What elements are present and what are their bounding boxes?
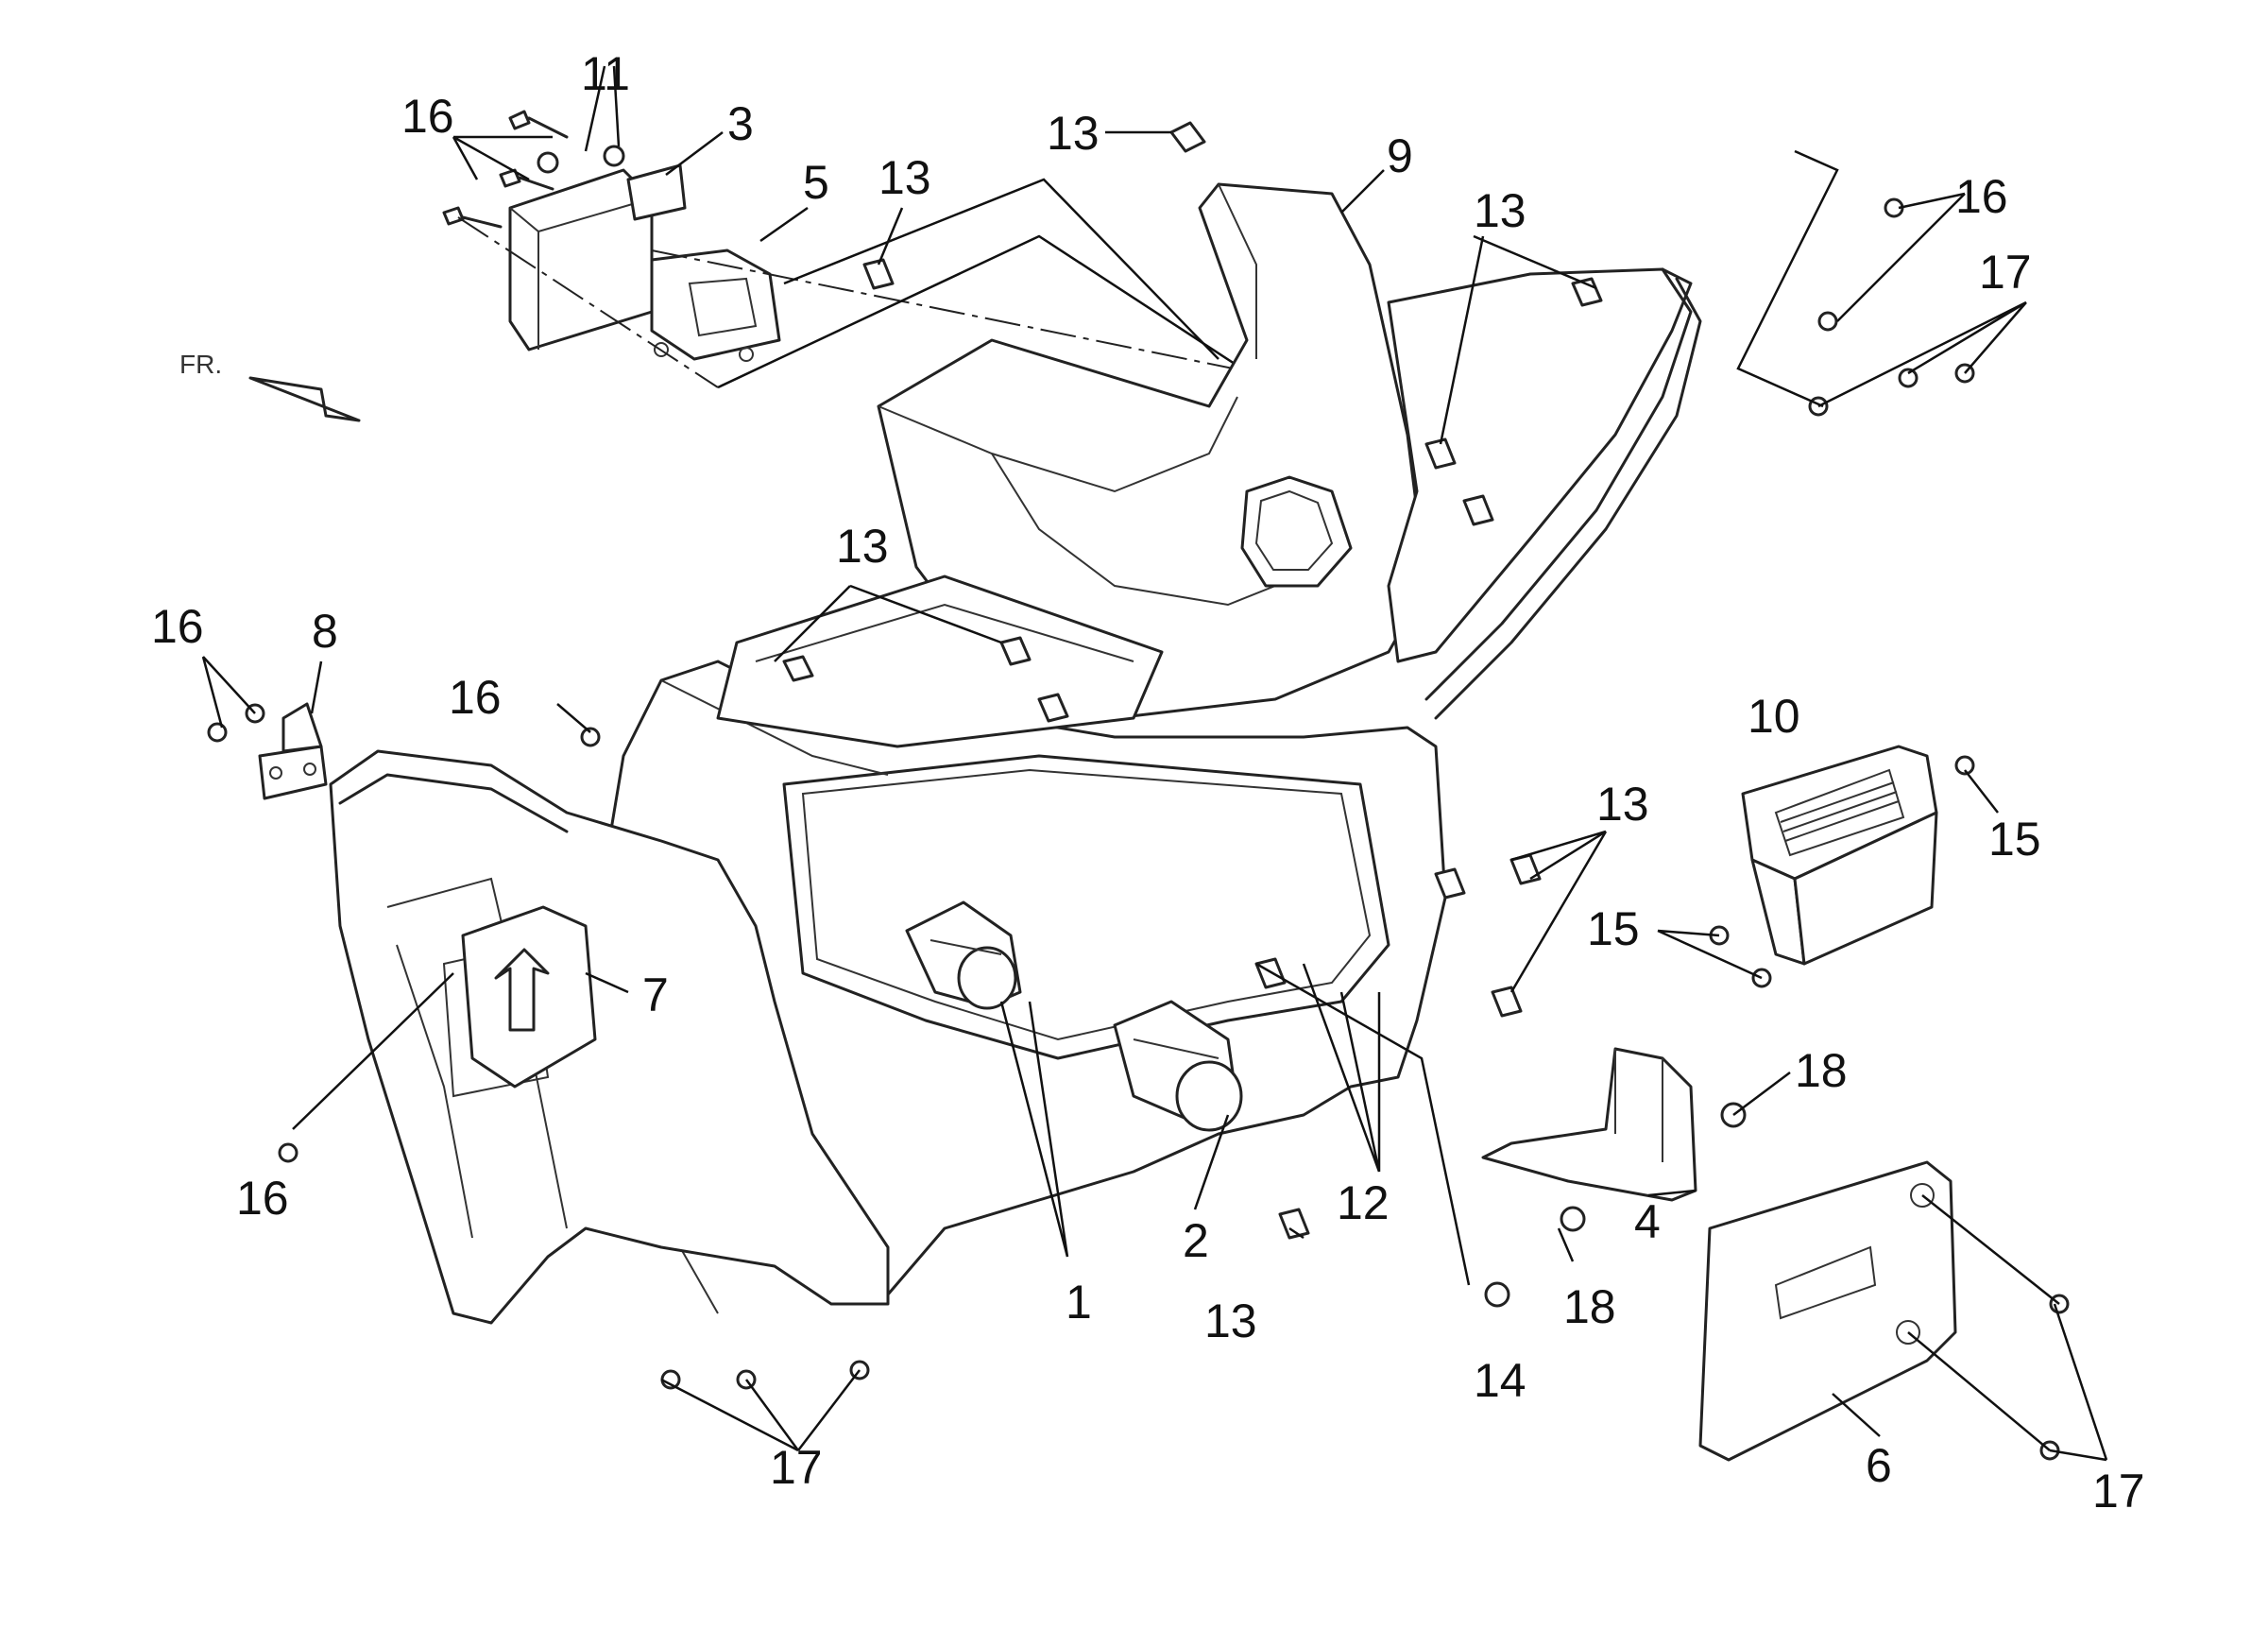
callout-13-upper-right: 13 bbox=[1474, 184, 1526, 237]
callout-13-center: 13 bbox=[836, 520, 889, 573]
callout-7: 7 bbox=[642, 969, 669, 1021]
callout-5: 5 bbox=[803, 156, 829, 209]
callout-8: 8 bbox=[312, 605, 338, 658]
callout-10: 10 bbox=[1748, 690, 1800, 743]
callout-6: 6 bbox=[1866, 1439, 1892, 1492]
callout-11: 11 bbox=[581, 47, 630, 100]
callout-16-top-left: 16 bbox=[401, 90, 454, 143]
callout-1: 1 bbox=[1066, 1276, 1092, 1329]
callout-16-center-left: 16 bbox=[449, 671, 502, 724]
left-side-panel bbox=[329, 749, 890, 1325]
callout-15-right: 15 bbox=[1988, 813, 2041, 866]
callout-16-left: 16 bbox=[151, 600, 204, 653]
part-3-tab bbox=[626, 163, 687, 221]
callout-2: 2 bbox=[1183, 1214, 1209, 1267]
callout-16-bottom-left: 16 bbox=[236, 1172, 289, 1225]
leader-lines bbox=[201, 65, 2108, 1462]
centerline bbox=[651, 249, 1257, 374]
callout-18-bottom: 18 bbox=[1563, 1280, 1616, 1333]
front-label: FR. bbox=[179, 350, 222, 379]
part-4-bracket bbox=[1481, 1047, 1697, 1202]
callout-4: 4 bbox=[1634, 1195, 1661, 1248]
part-10-box bbox=[1741, 745, 1938, 966]
part-1-lamp bbox=[905, 900, 1022, 1010]
loose-screws bbox=[207, 197, 2070, 1461]
callout-15-left: 15 bbox=[1587, 902, 1640, 955]
callout-14: 14 bbox=[1474, 1354, 1526, 1407]
callout-9: 9 bbox=[1387, 129, 1413, 182]
part-7-plate bbox=[461, 905, 597, 1089]
part-5-bracket bbox=[508, 168, 781, 362]
callout-17-bottom-left: 17 bbox=[770, 1441, 823, 1494]
callout-12: 12 bbox=[1337, 1176, 1390, 1229]
callout-17-top-right: 17 bbox=[1979, 246, 2032, 299]
callout-13-top: 13 bbox=[1047, 107, 1100, 160]
part-2-lamp bbox=[1113, 1000, 1243, 1132]
callout-13-bottom: 13 bbox=[1204, 1295, 1257, 1347]
top-left-screws bbox=[442, 110, 625, 229]
part-8-bracket bbox=[258, 702, 328, 800]
callout-18-right: 18 bbox=[1795, 1044, 1848, 1097]
callout-labels: 1 2 3 4 5 6 7 8 9 10 11 12 13 13 13 13 1… bbox=[151, 47, 2145, 1518]
callout-13-right: 13 bbox=[1596, 778, 1649, 831]
front-direction-indicator: FR. bbox=[179, 350, 361, 422]
part-9-right-trim bbox=[1387, 267, 1702, 720]
callout-3: 3 bbox=[727, 97, 754, 150]
callout-13-upper-left: 13 bbox=[878, 151, 931, 204]
callout-16-top-right: 16 bbox=[1955, 170, 2008, 223]
callout-17-bottom-right: 17 bbox=[2092, 1465, 2145, 1518]
centerline bbox=[457, 216, 719, 388]
part-6-cover bbox=[1698, 1160, 1957, 1462]
